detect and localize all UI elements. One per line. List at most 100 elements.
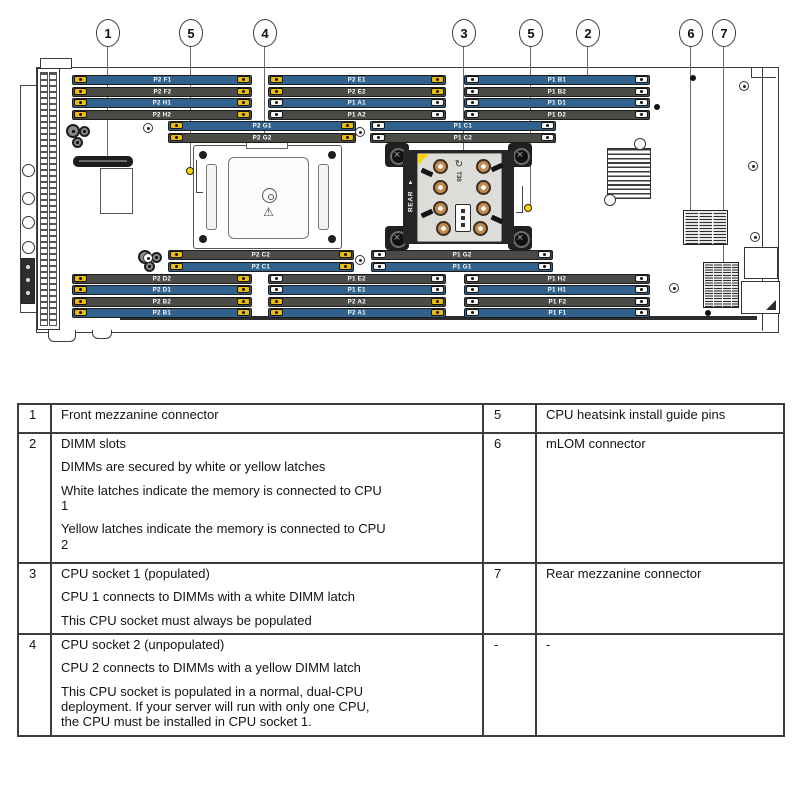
dimm-slot-label: P1 G1 — [452, 262, 472, 270]
up-arrow-icon: ▲ — [407, 179, 414, 186]
yellow-dimm-latch — [170, 262, 183, 270]
yellow-dimm-latch — [74, 99, 87, 106]
white-dimm-latch — [431, 286, 444, 293]
dimm-slot-label: P1 H2 — [547, 274, 567, 282]
dimm-slot-label: P1 B1 — [547, 76, 567, 84]
white-dimm-latch — [373, 251, 386, 258]
dimm-slot-p1-h1: P1 H1 — [464, 285, 650, 295]
dimm-slot-label: P1 E2 — [347, 274, 367, 282]
description-cell: Rear mezzanine connector — [535, 562, 785, 635]
white-dimm-latch — [635, 297, 648, 305]
heatsink-cap — [634, 138, 646, 150]
dimm-slot-label: P2 D2 — [152, 274, 172, 282]
guide-post — [66, 124, 80, 138]
dimm-slot-label: P1 B2 — [547, 87, 567, 95]
front-panel-hole — [22, 164, 35, 177]
dimm-slot-p2-a1: P2 A1 — [268, 308, 446, 318]
white-dimm-latch — [466, 110, 479, 118]
front-panel-wall — [20, 85, 37, 313]
description-paragraph: CPU heatsink install guide pins — [546, 407, 726, 422]
dimm-slot-label: P1 C2 — [453, 133, 473, 141]
callout-leader-line — [463, 45, 465, 152]
yellow-dimm-latch — [270, 297, 283, 305]
connector-rail — [49, 72, 57, 326]
white-dimm-latch — [541, 122, 554, 129]
white-dimm-latch — [635, 309, 648, 316]
cpu-socket-1-heatsink: ▲ REAR ↻ T30 — [385, 143, 532, 250]
dimm-slot-p2-e2: P2 E2 — [268, 86, 446, 97]
dimm-slot-p2-a2: P2 A2 — [268, 296, 446, 307]
white-dimm-latch — [270, 99, 283, 106]
description-paragraph: DIMMs are secured by white or yellow lat… — [61, 459, 326, 475]
white-dimm-latch — [538, 262, 551, 270]
dimm-slot-label: P1 H1 — [547, 286, 567, 294]
white-dimm-latch — [270, 286, 283, 293]
heatsink-screw — [476, 159, 491, 174]
yellow-dimm-latch — [170, 133, 183, 141]
dimm-slot-p1-f1: P1 F1 — [464, 308, 650, 318]
front-mezzanine-connector — [73, 156, 133, 167]
screw — [748, 161, 758, 171]
chassis-foot — [92, 330, 112, 339]
heatsink-screw — [436, 221, 451, 236]
description-cell: CPU socket 1 (populated) CPU 1 connects t… — [50, 562, 484, 635]
dimm-slot-label: P1 A2 — [347, 110, 367, 118]
socket-clip — [199, 235, 207, 243]
motherboard-diagram: ⚠ ▲ REAR — [0, 0, 800, 400]
callout-bubble-4: 4 — [253, 19, 277, 47]
dimm-slot-label: P2 G1 — [252, 122, 272, 130]
dimm-slot-label: P2 A1 — [347, 309, 367, 317]
dimm-slot-p2-c1: P2 C1 — [168, 261, 354, 272]
dimm-slot-p1-a2: P1 A2 — [268, 109, 446, 120]
description-paragraph: CPU socket 2 (unpopulated) — [61, 637, 225, 652]
dimm-slot-label: P1 D1 — [547, 99, 567, 107]
dimm-slot-label: P1 D2 — [547, 110, 567, 118]
white-dimm-latch — [635, 76, 648, 83]
heatsink-spec-label — [455, 204, 471, 232]
white-dimm-latch — [270, 110, 283, 118]
heatsink-screw — [476, 180, 491, 195]
white-dimm-latch — [466, 87, 479, 95]
dimm-slot-p1-g2: P1 G2 — [371, 250, 553, 260]
yellow-dimm-latch — [270, 309, 283, 316]
dimm-slot-p1-b1: P1 B1 — [464, 75, 650, 85]
description-paragraph: This CPU socket is populated in a normal… — [61, 683, 370, 730]
guide-post — [79, 126, 90, 137]
callout-leader-line — [264, 45, 266, 158]
description-cell: mLOM connector — [535, 432, 785, 564]
dimm-slot-p2-d1: P2 D1 — [72, 285, 252, 295]
callout-bubble-6: 6 — [679, 19, 703, 47]
front-panel-outline — [100, 168, 133, 214]
screw — [143, 253, 153, 263]
description-cell: CPU heatsink install guide pins — [535, 403, 785, 434]
dimm-slot-p1-e2: P1 E2 — [268, 273, 446, 284]
description-paragraph: Yellow latches indicate the memory is co… — [61, 521, 386, 552]
board-dot — [690, 75, 696, 81]
yellow-dimm-latch — [339, 251, 352, 258]
dimm-slot-p1-a1: P1 A1 — [268, 98, 446, 108]
description-paragraph: CPU 1 connects to DIMMs with a white DIM… — [61, 589, 356, 605]
white-dimm-latch — [431, 110, 444, 118]
guide-pin-bracket — [196, 160, 203, 193]
callout-bubble-5: 5 — [519, 19, 543, 47]
white-dimm-latch — [373, 262, 386, 270]
yellow-dimm-latch — [74, 110, 87, 118]
yellow-dimm-latch — [74, 76, 87, 83]
white-dimm-latch — [635, 286, 648, 293]
front-panel-hole — [22, 192, 35, 205]
description-paragraph: CPU socket 1 (populated) — [61, 566, 210, 581]
yellow-dimm-latch — [270, 87, 283, 95]
chipset-heatsink — [607, 148, 651, 199]
yellow-dimm-latch — [74, 274, 87, 282]
yellow-dimm-latch — [74, 87, 87, 95]
dimm-slot-p2-b1: P2 B1 — [72, 308, 252, 318]
white-dimm-latch — [635, 110, 648, 118]
dimm-slot-p2-f2: P2 F2 — [72, 86, 252, 97]
dimm-slot-p1-e1: P1 E1 — [268, 285, 446, 295]
socket-clip — [328, 235, 336, 243]
heatsink-guide-pin — [524, 204, 532, 212]
white-dimm-latch — [466, 76, 479, 83]
board-dot — [654, 104, 660, 110]
dimm-slot-label: P1 F2 — [548, 297, 566, 305]
